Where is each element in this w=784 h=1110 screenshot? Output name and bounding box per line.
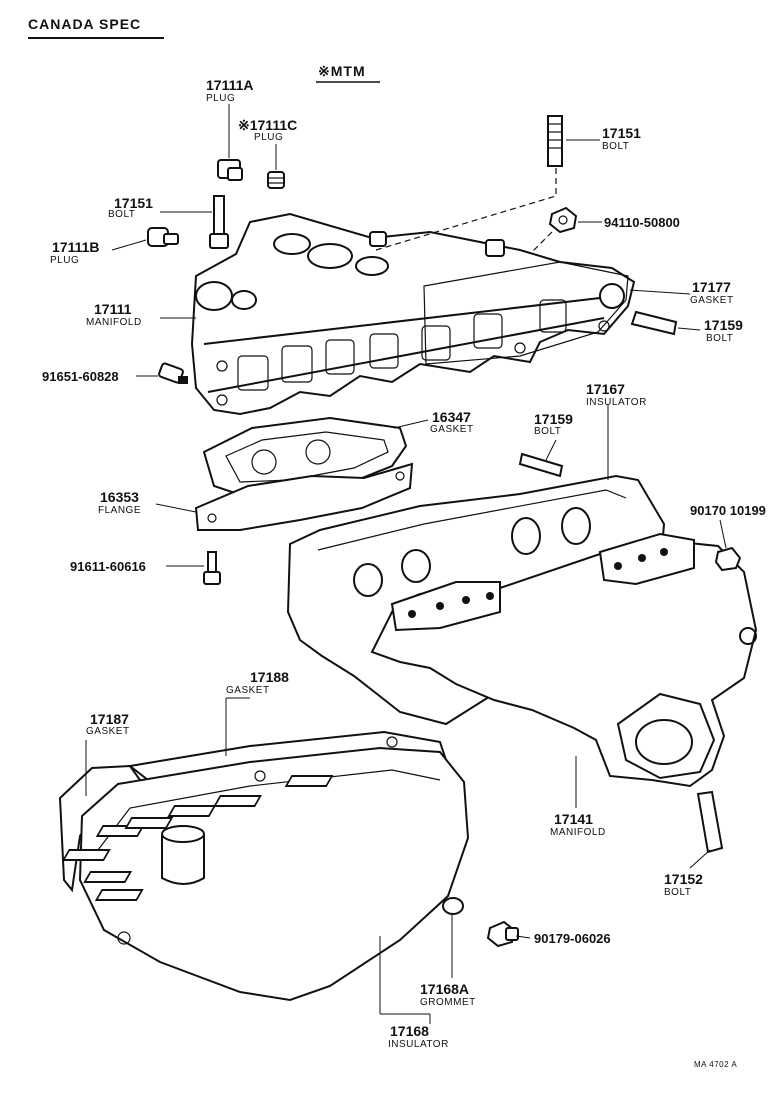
nut-90170-shape — [714, 546, 742, 572]
part-name-17111C: PLUG — [254, 132, 284, 143]
diagram-code: MA 4702 A — [694, 1060, 738, 1069]
part-name-17187: GASKET — [86, 726, 130, 737]
part-name-17141: MANIFOLD — [550, 827, 606, 838]
stud-17151-right-shape — [547, 115, 563, 167]
part-number-17177: 17177 — [692, 279, 731, 295]
bolt-17151-left-shape — [209, 195, 229, 249]
sensor-91651-shape — [158, 362, 188, 384]
bolt-91611-shape — [203, 551, 221, 585]
part-name-17111A: PLUG — [206, 93, 236, 104]
plug-17111C-shape — [267, 171, 285, 189]
plug-17111B-shape — [147, 227, 179, 247]
part-number-17151-left: 17151 — [114, 195, 153, 211]
part-name-16353: FLANGE — [98, 505, 142, 516]
part-number-17141: 17141 — [554, 811, 593, 827]
intake-manifold-17111 — [190, 212, 636, 416]
part-number-17168A: 17168A — [420, 981, 470, 997]
part-name-16347: GASKET — [430, 424, 474, 435]
gasket-17177-shape — [423, 261, 629, 365]
bolt-17159-upper-shape — [630, 310, 678, 336]
part-name-17177: GASKET — [690, 295, 734, 306]
stud-17152-shape — [696, 790, 724, 854]
part-number-17187: 17187 — [90, 711, 129, 727]
part-name-17159-lower: BOLT — [534, 426, 562, 437]
part-name-17111: MANIFOLD — [86, 317, 142, 328]
part-number-17111B: 17111B — [52, 239, 100, 255]
part-name-17167: INSULATOR — [586, 397, 647, 408]
part-number-17168: 17168 — [390, 1023, 429, 1039]
part-number-17188: 17188 — [250, 669, 289, 685]
part-name-17168A: GROMMET — [420, 997, 476, 1008]
part-number-90170: 90170 10199 — [690, 503, 766, 518]
part-name-17152: BOLT — [664, 887, 692, 898]
flange-16353-shape — [194, 462, 414, 531]
nut-90179-shape — [486, 920, 519, 948]
part-number-91651: 91651-60828 — [42, 369, 119, 384]
nut-94110-shape — [548, 206, 578, 234]
part-number-94110: 94110-50800 — [604, 215, 680, 230]
plug-17111A-shape — [217, 159, 243, 181]
part-number-17159-lower: 17159 — [534, 411, 573, 427]
part-name-17159-upper: BOLT — [706, 333, 734, 344]
part-number-16353: 16353 — [100, 489, 139, 505]
part-number-17111A: 17111A — [206, 77, 254, 93]
part-number-17111C: ※17111C — [238, 117, 298, 133]
part-name-17188: GASKET — [226, 685, 270, 696]
part-number-90179: 90179-06026 — [534, 931, 611, 946]
insulator-17168-shape — [61, 736, 470, 1002]
grommet-17168A-shape — [442, 897, 464, 915]
part-number-17111: 17111 — [94, 301, 132, 317]
part-number-17167: 17167 — [586, 381, 625, 397]
part-number-91611: 91611-60616 — [70, 559, 146, 574]
part-number-17152: 17152 — [664, 871, 703, 887]
part-number-17151-right: 17151 — [602, 125, 641, 141]
exhaust-manifold-17141-shape — [353, 507, 758, 788]
part-number-16347: 16347 — [432, 409, 471, 425]
part-name-17151-right: BOLT — [602, 141, 630, 152]
part-name-17111B: PLUG — [50, 255, 80, 266]
part-name-17168: INSULATOR — [388, 1039, 449, 1050]
variant-label: ※MTM — [318, 63, 366, 79]
part-number-17159-upper: 17159 — [704, 317, 743, 333]
spec-title: CANADA SPEC — [28, 16, 142, 32]
part-name-17151-left: BOLT — [108, 209, 136, 220]
leader-lines — [85, 104, 727, 1024]
stud-17159-lower-shape — [518, 452, 564, 478]
